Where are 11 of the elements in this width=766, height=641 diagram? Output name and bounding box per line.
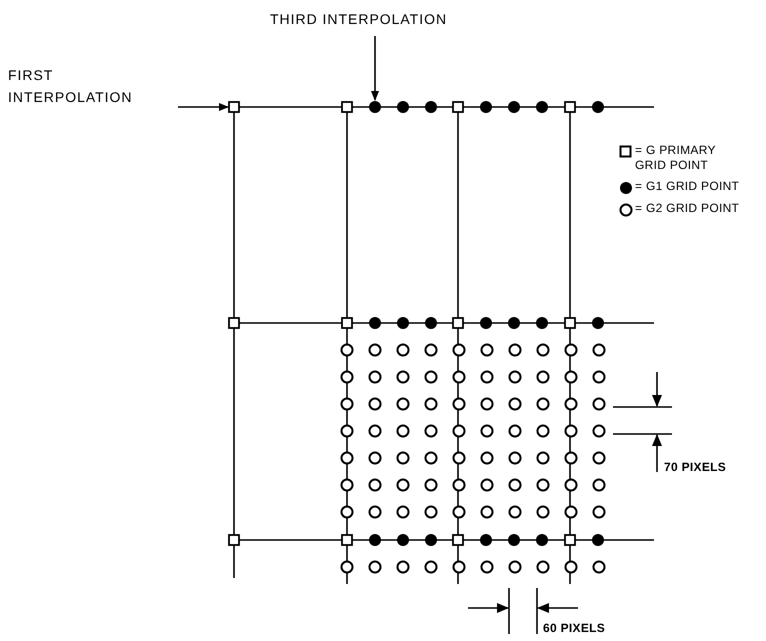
annotation-label: FIRST INTERPOLATION — [8, 64, 178, 108]
g1-grid-point — [369, 101, 381, 113]
dimension-label: 70 PIXELS — [664, 459, 726, 476]
legend-text: = G2 GRID POINT — [635, 201, 740, 216]
legend-text: = G1 GRID POINT — [635, 179, 740, 194]
legend-text: = G PRIMARY GRID POINT — [635, 143, 717, 173]
arrow — [371, 36, 379, 101]
annotation-label: THIRD INTERPOLATION — [270, 8, 480, 30]
arrow — [178, 103, 229, 111]
primary-grid-point — [228, 101, 240, 113]
dimension-label: 60 PIXELS — [543, 620, 606, 637]
